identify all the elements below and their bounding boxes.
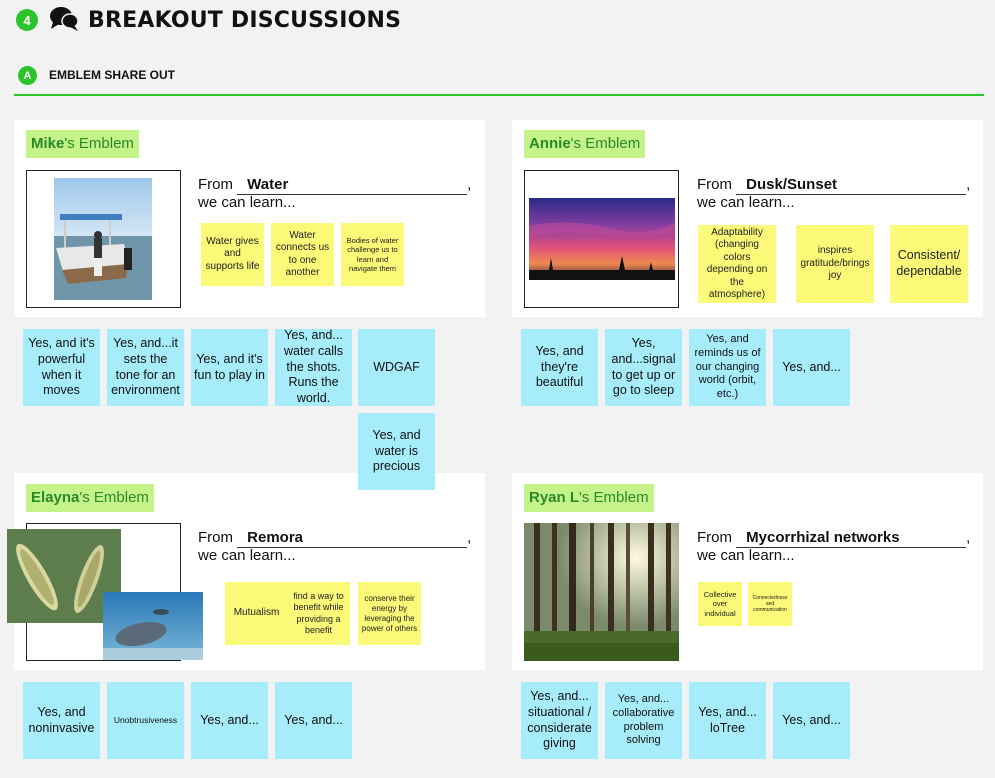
emblem-owner-name: Annie <box>529 135 571 152</box>
ryan-topic: Mycorrhizal networks <box>736 528 967 548</box>
elayna-note-3[interactable]: conserve their energy by leveraging the … <box>358 582 421 645</box>
comma: , <box>966 176 971 193</box>
annie-note-2[interactable]: inspires gratitude/brings joy <box>796 225 874 303</box>
elayna-response-3[interactable]: Yes, and... <box>191 682 268 759</box>
annie-learn-label: we can learn... <box>697 194 795 211</box>
mike-response-1[interactable]: Yes, and it's powerful when it moves <box>23 329 100 406</box>
mike-learn-label: we can learn... <box>198 194 296 211</box>
mike-note-2[interactable]: Water connects us to one another <box>271 223 334 286</box>
subsection-letter-badge: A <box>18 66 37 85</box>
emblem-owner-name: Elayna <box>31 489 80 506</box>
elayna-note-1[interactable]: Mutualism <box>225 582 288 645</box>
emblem-label: 's Emblem <box>579 489 649 506</box>
annie-response-4[interactable]: Yes, and... <box>773 329 850 406</box>
mike-response-5[interactable]: WDGAF <box>358 329 435 406</box>
elayna-name-tag: Elayna's Emblem <box>26 484 154 512</box>
comma: , <box>467 529 472 546</box>
mike-note-1[interactable]: Water gives and supports life <box>201 223 264 286</box>
forest-photo <box>524 523 679 661</box>
ryan-response-1[interactable]: Yes, and... situational / considerate gi… <box>521 682 598 759</box>
elayna-response-4[interactable]: Yes, and... <box>275 682 352 759</box>
boat-photo <box>54 178 152 300</box>
annie-from-line: From Dusk/Sunset, <box>697 175 970 195</box>
ryan-response-4[interactable]: Yes, and... <box>773 682 850 759</box>
annie-response-2[interactable]: Yes, and...signal to get up or go to sle… <box>605 329 682 406</box>
annie-response-1[interactable]: Yes, and they're beautiful <box>521 329 598 406</box>
subsection-title: EMBLEM SHARE OUT <box>49 68 175 82</box>
comma: , <box>467 176 472 193</box>
emblem-label: 's Emblem <box>79 489 149 506</box>
from-label: From <box>697 176 732 193</box>
sunset-photo <box>529 198 675 280</box>
elayna-response-2[interactable]: Unobtrusiveness <box>107 682 184 759</box>
from-label: From <box>198 529 233 546</box>
mike-note-3[interactable]: Bodies of water challenge us to learn an… <box>341 223 404 286</box>
emblem-label: 's Emblem <box>64 135 134 152</box>
remora-manatee-photo <box>103 592 203 660</box>
ryan-learn-label: we can learn... <box>697 547 795 564</box>
emblem-owner-name: Ryan L <box>529 489 580 506</box>
mike-response-6[interactable]: Yes, and water is precious <box>358 413 435 490</box>
section-divider <box>14 94 984 96</box>
section-number-badge: 4 <box>16 9 38 31</box>
elayna-topic: Remora <box>237 528 468 548</box>
mike-response-4[interactable]: Yes, and... water calls the shots. Runs … <box>275 328 352 406</box>
annie-name-tag: Annie's Emblem <box>524 130 646 158</box>
ryan-response-3[interactable]: Yes, and... loTree <box>689 682 766 759</box>
ryan-from-line: From Mycorrhizal networks, <box>697 528 970 548</box>
from-label: From <box>697 529 732 546</box>
remora-fish-photo <box>7 529 121 623</box>
ryan-name-tag: Ryan L's Emblem <box>524 484 654 512</box>
mike-image-frame[interactable] <box>26 170 181 308</box>
comma: , <box>966 529 971 546</box>
elayna-note-2[interactable]: find a way to benefit while providing a … <box>287 582 350 645</box>
annie-response-3[interactable]: Yes, and reminds us of our changing worl… <box>689 329 766 406</box>
chat-bubbles-icon <box>50 7 79 31</box>
ryan-note-2[interactable]: Connectedness and communication <box>748 582 792 626</box>
from-label: From <box>198 176 233 193</box>
annie-note-1[interactable]: Adaptability (changing colors depending … <box>698 225 776 303</box>
annie-image-frame[interactable] <box>524 170 679 308</box>
mike-response-2[interactable]: Yes, and...it sets the tone for an envir… <box>107 329 184 406</box>
emblem-owner-name: Mike <box>31 135 65 152</box>
elayna-from-line: From Remora, <box>198 528 471 548</box>
emblem-label: 's Emblem <box>570 135 641 152</box>
mike-response-3[interactable]: Yes, and it's fun to play in <box>191 329 268 406</box>
annie-note-3[interactable]: Consistent/ dependable <box>890 225 968 303</box>
elayna-response-1[interactable]: Yes, and noninvasive <box>23 682 100 759</box>
page-title: BREAKOUT DISCUSSIONS <box>88 8 402 33</box>
mike-topic: Water <box>237 175 468 195</box>
mike-from-line: From Water, <box>198 175 471 195</box>
elayna-learn-label: we can learn... <box>198 547 296 564</box>
ryan-note-1[interactable]: Collective over individual <box>698 582 742 626</box>
annie-topic: Dusk/Sunset <box>736 175 967 195</box>
mike-name-tag: Mike's Emblem <box>26 130 139 158</box>
ryan-response-2[interactable]: Yes, and... collaborative problem solvin… <box>605 682 682 759</box>
